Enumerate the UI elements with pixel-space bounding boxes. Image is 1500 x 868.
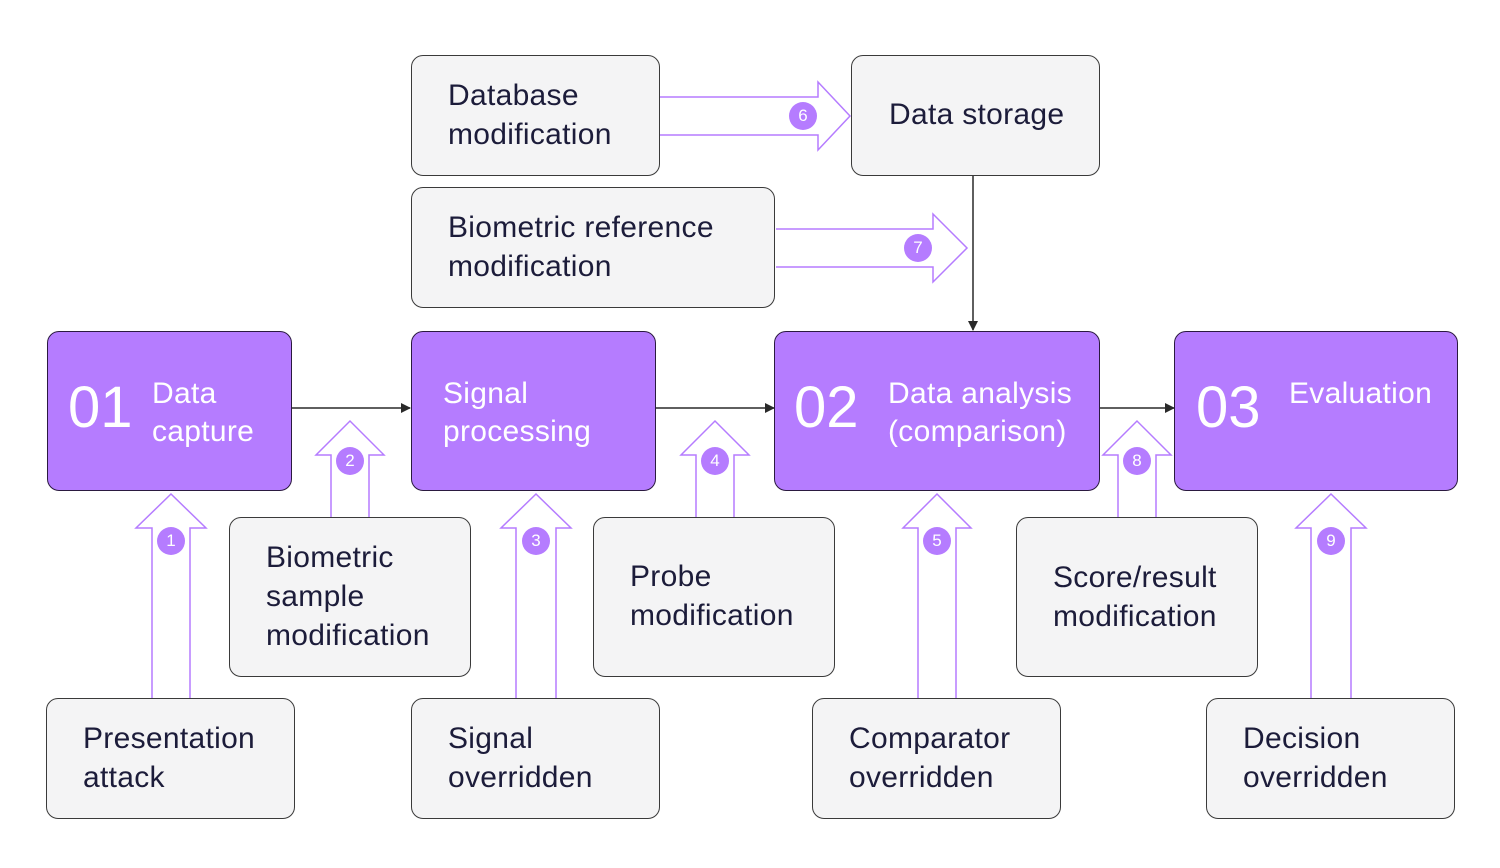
- attack-badge-4: 4: [701, 447, 729, 475]
- attack-badge-3: 3: [522, 527, 550, 555]
- decision-overridden-node: Decision overridden: [1206, 698, 1455, 819]
- attack-arrow-1: [134, 492, 208, 698]
- signal-overridden-label: Signal overridden: [448, 722, 593, 794]
- stage-label: Data capture: [152, 377, 255, 448]
- stage-data-capture: 01 Data capture: [47, 331, 292, 491]
- attack-badge-2: 2: [336, 447, 364, 475]
- attack-arrow-8: [1101, 419, 1173, 518]
- stage-label: Evaluation: [1289, 377, 1433, 410]
- stage-label: Data analysis (comparison): [888, 377, 1072, 448]
- stage-number: 03: [1196, 375, 1261, 440]
- attack-badge-9: 9: [1317, 527, 1345, 555]
- database-modification-node: Database modification: [411, 55, 660, 176]
- comparator-overridden-label: Comparator overridden: [849, 722, 1011, 794]
- attack-arrow-2: [314, 419, 386, 518]
- comparator-overridden-node: Comparator overridden: [812, 698, 1061, 819]
- stage-signal-processing: Signal processing: [411, 331, 656, 491]
- biometric-reference-modification-label: Biometric reference modification: [448, 211, 714, 283]
- attack-badge-1: 1: [157, 527, 185, 555]
- signal-overridden-node: Signal overridden: [411, 698, 660, 819]
- presentation-attack-label: Presentation attack: [83, 722, 256, 794]
- biometric-reference-modification-node: Biometric reference modification: [411, 187, 775, 308]
- probe-modification-label: Probe modification: [630, 560, 794, 632]
- presentation-attack-node: Presentation attack: [46, 698, 295, 819]
- attack-badge-8: 8: [1123, 447, 1151, 475]
- biometric-sample-modification-label: Biometric sample modification: [266, 541, 430, 652]
- attack-arrow-4: [679, 419, 751, 518]
- attack-arrow-9: [1294, 492, 1368, 698]
- probe-modification-node: Probe modification: [593, 517, 835, 677]
- stage-evaluation: 03 Evaluation: [1174, 331, 1458, 491]
- decision-overridden-label: Decision overridden: [1243, 722, 1388, 794]
- biometric-sample-modification-node: Biometric sample modification: [229, 517, 471, 677]
- attack-badge-6: 6: [789, 102, 817, 130]
- stage-data-analysis: 02 Data analysis (comparison): [774, 331, 1100, 491]
- data-storage-node: Data storage: [851, 55, 1100, 176]
- score-result-modification-node: Score/result modification: [1016, 517, 1258, 677]
- attack-badge-5: 5: [923, 527, 951, 555]
- stage-number: 01: [68, 375, 133, 440]
- stage-label: Signal processing: [443, 377, 592, 448]
- data-storage-label: Data storage: [889, 98, 1065, 131]
- score-result-modification-label: Score/result modification: [1053, 561, 1217, 633]
- attack-arrow-5: [901, 492, 973, 698]
- database-modification-label: Database modification: [448, 79, 612, 151]
- stage-number: 02: [794, 375, 859, 440]
- attack-arrow-7: [776, 212, 969, 284]
- attack-arrow-6: [660, 80, 852, 152]
- attack-badge-7: 7: [904, 234, 932, 262]
- attack-arrow-3: [499, 492, 573, 698]
